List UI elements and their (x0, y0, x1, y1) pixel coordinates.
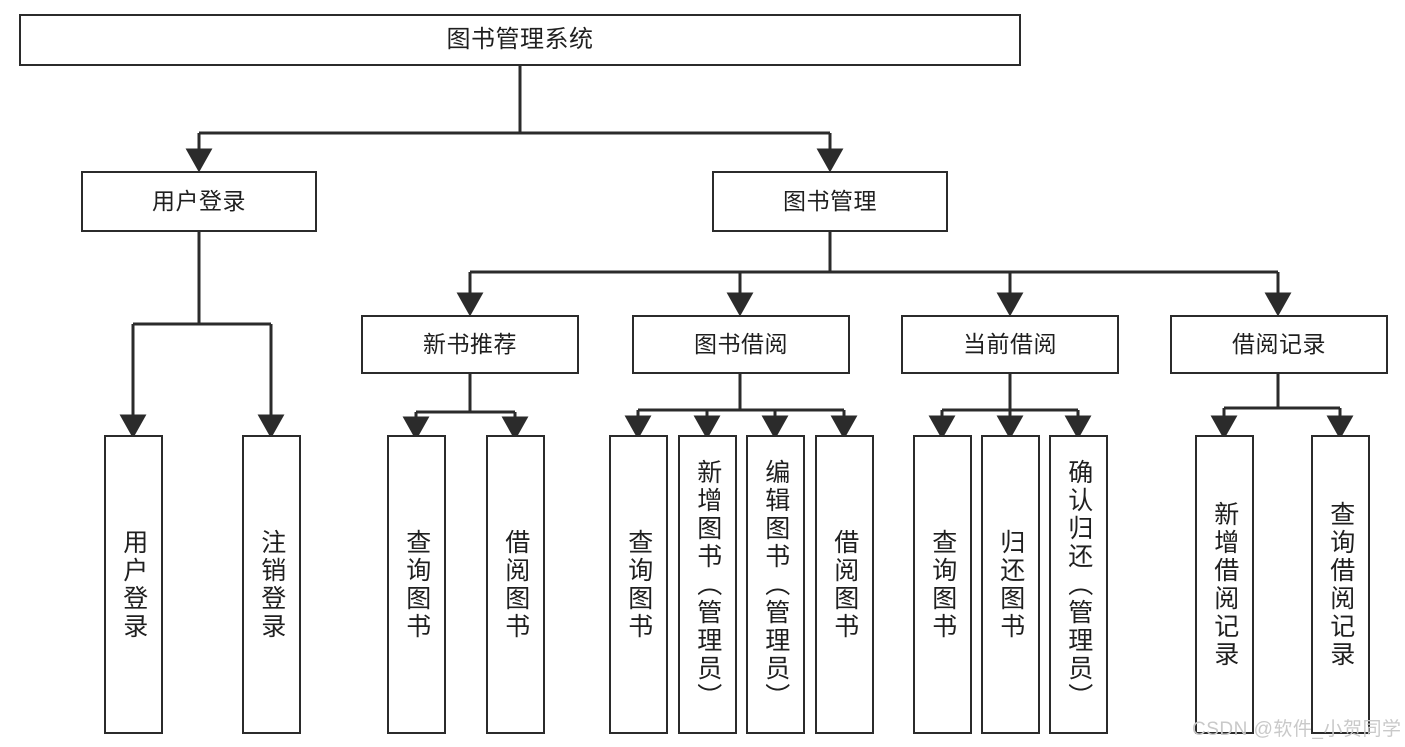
node-user-login[interactable]: 用户登录 (81, 171, 317, 232)
leaf-logout-login[interactable]: 注销登录 (242, 435, 301, 734)
node-label: 图书借阅 (694, 330, 788, 357)
node-book-management-system[interactable]: 图书管理系统 (19, 14, 1021, 66)
node-label: 新增借阅记录 (1210, 500, 1239, 669)
node-borrow-record[interactable]: 借阅记录 (1170, 315, 1388, 374)
leaf-borrow-book-2[interactable]: 借阅图书 (815, 435, 874, 734)
leaf-borrow-book-1[interactable]: 借阅图书 (486, 435, 545, 734)
node-label: 归还图书 (996, 528, 1025, 641)
leaf-query-book-3[interactable]: 查询图书 (913, 435, 972, 734)
node-label: 借阅图书 (501, 528, 530, 641)
node-current-borrow[interactable]: 当前借阅 (901, 315, 1119, 374)
leaf-user-login[interactable]: 用户登录 (104, 435, 163, 734)
node-book-borrow[interactable]: 图书借阅 (632, 315, 850, 374)
leaf-confirm-return[interactable]: 确认归还（管理员） (1049, 435, 1108, 734)
node-label: 查询借阅记录 (1326, 500, 1355, 669)
node-label: 查询图书 (402, 528, 431, 641)
node-label: 注销登录 (257, 528, 286, 641)
node-label: 查询图书 (928, 528, 957, 641)
leaf-edit-book[interactable]: 编辑图书（管理员） (746, 435, 805, 734)
node-label: 用户登录 (119, 528, 148, 641)
leaf-query-book-2[interactable]: 查询图书 (609, 435, 668, 734)
node-label: 用户登录 (152, 187, 246, 214)
node-label: 查询图书 (624, 528, 653, 641)
node-label: 图书管理系统 (446, 25, 594, 53)
leaf-add-book[interactable]: 新增图书（管理员） (678, 435, 737, 734)
node-new-book-recommend[interactable]: 新书推荐 (361, 315, 579, 374)
leaf-return-book[interactable]: 归还图书 (981, 435, 1040, 734)
node-label: 借阅记录 (1232, 330, 1326, 357)
node-label: 借阅图书 (830, 528, 859, 641)
node-label: 新书推荐 (423, 330, 517, 357)
node-book-management[interactable]: 图书管理 (712, 171, 948, 232)
node-label: 图书管理 (783, 187, 877, 214)
node-label: 新增图书（管理员） (693, 458, 722, 711)
node-label: 当前借阅 (963, 330, 1057, 357)
leaf-query-record[interactable]: 查询借阅记录 (1311, 435, 1370, 734)
leaf-query-book-1[interactable]: 查询图书 (387, 435, 446, 734)
leaf-add-record[interactable]: 新增借阅记录 (1195, 435, 1254, 734)
node-label: 确认归还（管理员） (1064, 458, 1093, 711)
node-label: 编辑图书（管理员） (761, 458, 790, 711)
csdn-watermark: CSDN @软件_小贺同学 (1192, 719, 1402, 740)
